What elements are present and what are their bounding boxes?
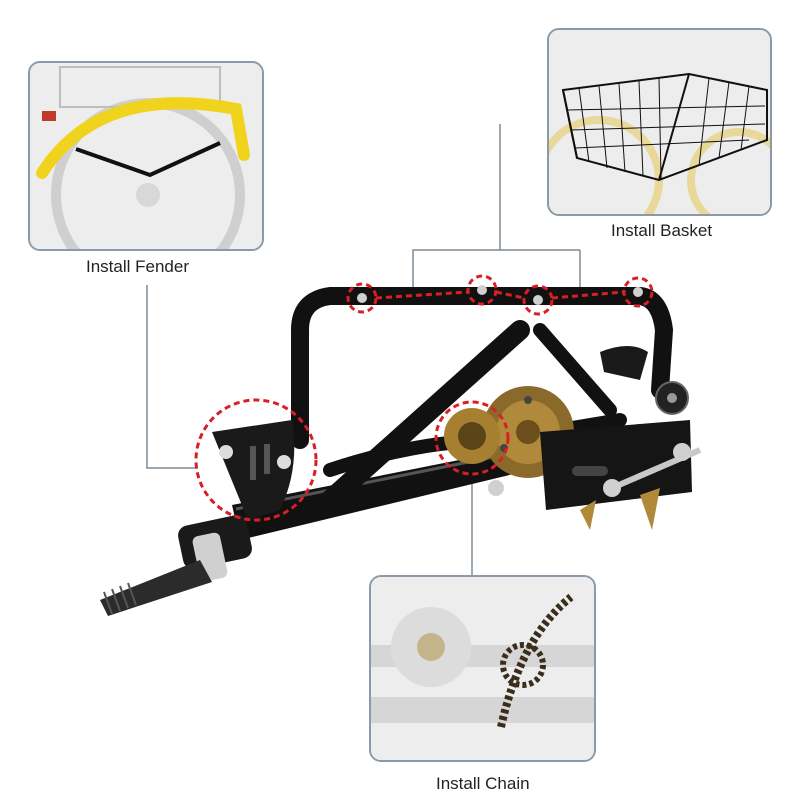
leader-line-basket — [412, 124, 501, 294]
fender-bracket — [212, 420, 295, 520]
caption-install-chain: Install Chain — [436, 774, 530, 793]
basket-inset-image — [549, 30, 770, 214]
upper-frame — [291, 287, 674, 510]
sprocket — [444, 408, 500, 464]
axle-mount-box — [540, 420, 702, 530]
highlight-sprocket — [434, 400, 510, 476]
axle-nut — [488, 480, 504, 496]
inset-install-fender — [28, 61, 264, 251]
highlight-basket-bolt-3 — [522, 284, 554, 316]
chain-inset-image — [371, 577, 594, 760]
highlight-marks — [194, 274, 654, 522]
caption-install-fender: Install Fender — [86, 257, 189, 276]
caption-install-basket: Install Basket — [611, 221, 713, 240]
basket-bolts — [357, 285, 643, 305]
highlight-fender-mount — [194, 398, 318, 522]
inset-install-chain — [369, 575, 596, 762]
inset-install-basket — [547, 28, 772, 216]
right-bracket — [600, 346, 648, 380]
leader-lines — [146, 124, 581, 575]
fender-inset-image — [30, 63, 262, 249]
leader-line-fender — [146, 285, 198, 469]
highlight-basket-bolt-2 — [466, 274, 498, 306]
